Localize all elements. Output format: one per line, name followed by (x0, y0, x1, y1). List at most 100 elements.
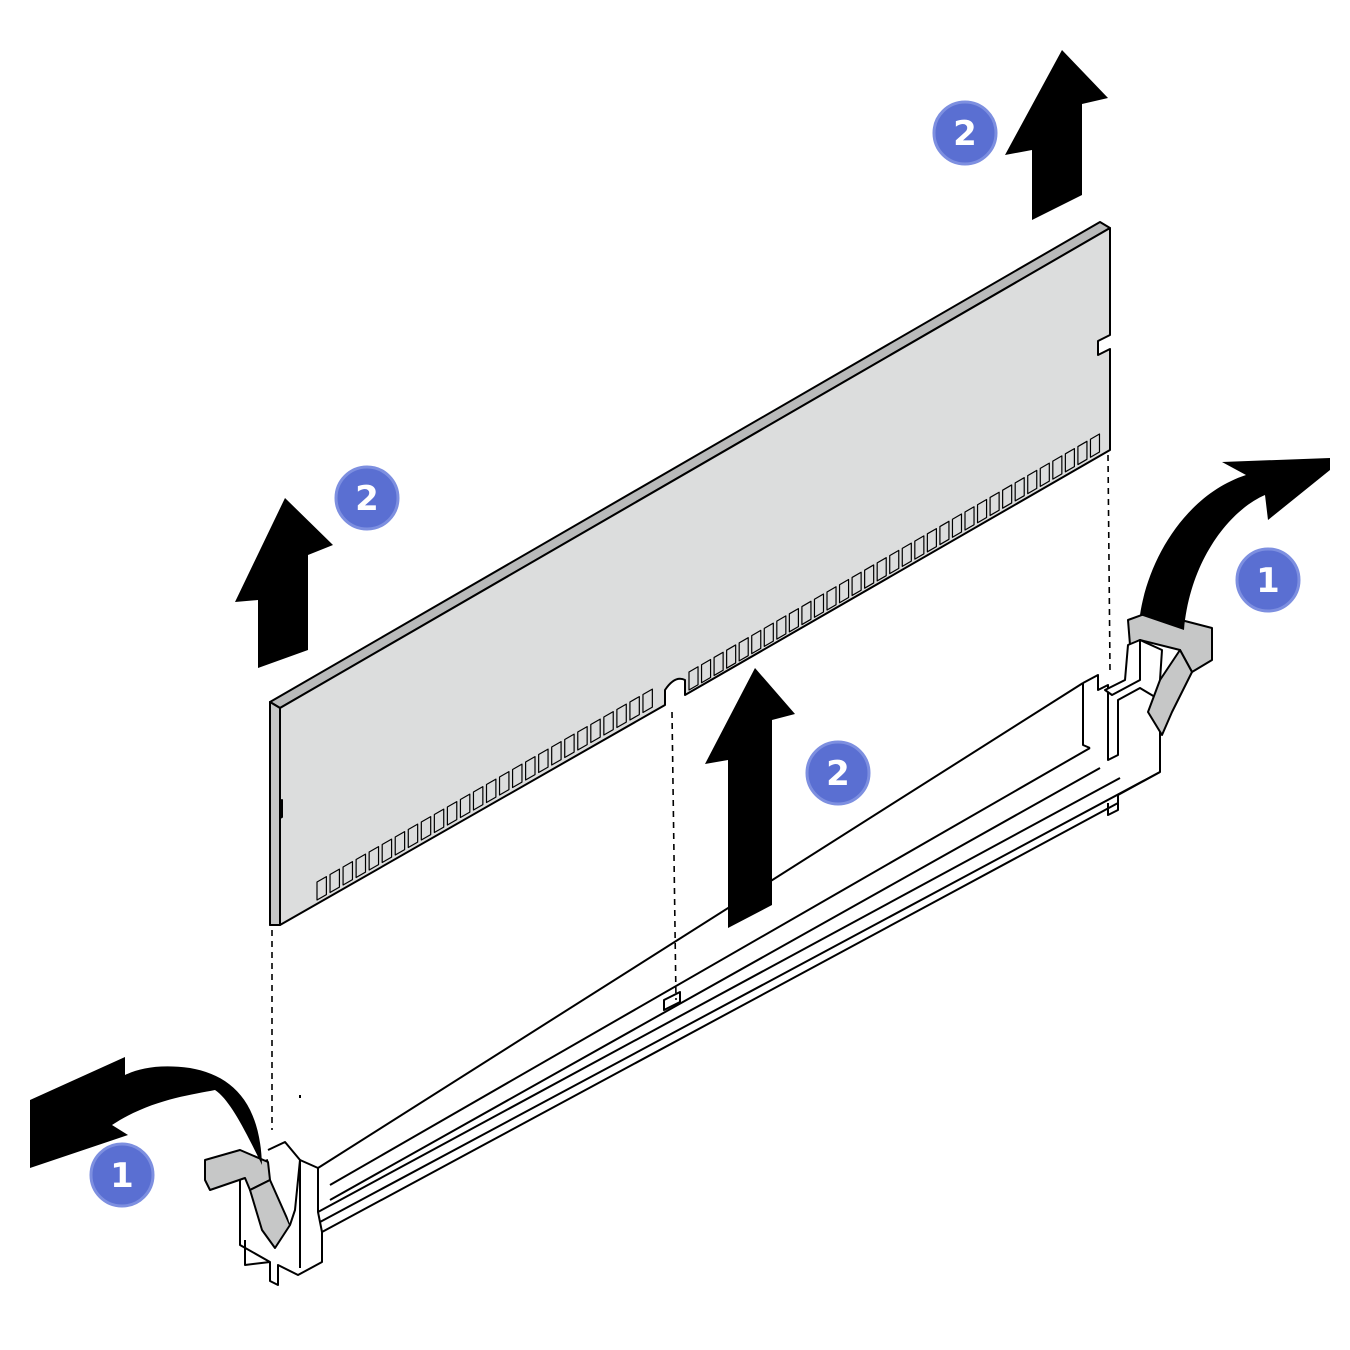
numbered-step-circle-icon (89, 1142, 155, 1208)
contact-pad (976, 498, 988, 524)
callout-number: 2 (355, 479, 379, 519)
socket-right-end-inner (1082, 683, 1091, 749)
dimm-socket (239, 674, 1161, 1286)
contact-pad (914, 535, 925, 560)
contact-pad (316, 876, 327, 901)
guide-right (1107, 454, 1111, 671)
contact-pad (738, 637, 749, 662)
contact-pad (511, 763, 523, 789)
contact-pad (763, 622, 774, 647)
contact-pad (616, 703, 627, 729)
contact-pad (864, 564, 875, 589)
contact-pad (538, 748, 549, 774)
contact-pad (525, 756, 536, 781)
contact-pad (577, 726, 588, 751)
callout-number: 1 (1256, 561, 1280, 601)
callout-step-1-left: 1 (89, 1142, 155, 1208)
numbered-step-circle-icon (1235, 547, 1301, 613)
alignment-guides (271, 454, 1111, 1130)
numbered-step-circle-icon (932, 100, 998, 166)
contact-pad (642, 688, 653, 714)
callout-step-2-center: 2 (805, 740, 871, 806)
contact-pad (964, 506, 975, 531)
socket-left-end-inner (244, 1160, 301, 1268)
contact-pad (459, 793, 471, 819)
socket-right-end (1082, 674, 1161, 816)
contact-pad (688, 666, 699, 691)
contact-pad (407, 823, 419, 849)
contact-pad (472, 786, 484, 811)
contact-pad (1002, 484, 1013, 509)
callout-number: 1 (110, 1156, 134, 1196)
contact-pad (851, 571, 862, 597)
callout-step-1-right: 1 (1235, 547, 1301, 613)
contact-pad (498, 771, 510, 796)
contact-pad (726, 644, 737, 669)
contact-pad (1077, 440, 1088, 466)
curved-arrow-open-left-clip-icon (30, 1057, 262, 1168)
module-contacts (316, 433, 1101, 901)
contact-pad (826, 586, 837, 611)
socket-outer-bottom-edge (299, 771, 1161, 1223)
contact-pad (700, 658, 712, 684)
memory-module (269, 221, 1111, 926)
up-arrow-center-icon (705, 668, 795, 928)
callout-step-2-right: 2 (932, 100, 998, 166)
contact-pad (629, 696, 640, 721)
contact-pad (420, 816, 432, 841)
up-arrow-left-icon (235, 498, 333, 668)
up-arrow-right-icon (1005, 50, 1108, 220)
contact-pad (989, 491, 1000, 517)
contact-pad (433, 808, 445, 834)
contact-pad (590, 718, 601, 744)
callout-step-2-left: 2 (334, 465, 400, 531)
socket-left-end (239, 1159, 323, 1286)
contact-pad (603, 711, 614, 736)
contact-pad (838, 578, 850, 604)
contact-pad (1064, 447, 1075, 473)
socket-slot-line-1 (329, 747, 1091, 1186)
module-pcb (269, 227, 1111, 926)
contact-pad (446, 801, 458, 826)
socket-outer-top-edge (317, 682, 1084, 1169)
contact-pad (485, 778, 497, 804)
contact-pad (751, 629, 762, 655)
socket-slot-line-2 (329, 767, 1101, 1201)
contact-pad (564, 733, 575, 759)
contact-pad (1039, 462, 1050, 487)
contact-pad (951, 513, 963, 538)
curved-arrow-open-right-clip-icon (1140, 458, 1330, 630)
contact-pad (889, 549, 900, 575)
contact-pad (355, 853, 367, 879)
contact-pad (1027, 469, 1038, 495)
contact-pad (901, 542, 912, 567)
callout-number: 2 (953, 114, 977, 154)
contact-pad (551, 741, 562, 766)
socket-slot-line-3 (317, 777, 1121, 1213)
contact-pad (939, 520, 950, 546)
contact-pad (926, 527, 937, 553)
contact-pad (788, 607, 799, 633)
callout-number: 2 (826, 754, 850, 794)
numbered-step-circle-icon (334, 465, 400, 531)
guide-center (671, 711, 677, 1001)
contact-pad (1052, 455, 1063, 480)
contact-pad (801, 600, 812, 626)
numbered-step-circle-icon (805, 740, 871, 806)
contact-pad (713, 651, 724, 677)
contact-pad (329, 868, 341, 894)
contact-pad (776, 615, 787, 640)
contact-pad (1089, 433, 1101, 458)
contact-pad (1014, 477, 1025, 502)
left-retaining-clip[interactable] (204, 1141, 301, 1249)
socket-center-key (663, 991, 681, 1011)
contact-pad (394, 831, 406, 856)
socket-front-lower-edge (321, 802, 1119, 1233)
right-retaining-clip[interactable] (1104, 611, 1213, 736)
contact-pad (368, 846, 380, 871)
contact-pad (813, 593, 825, 618)
contact-pad (381, 838, 393, 864)
contact-pad (342, 861, 354, 886)
contact-pad (876, 557, 887, 582)
